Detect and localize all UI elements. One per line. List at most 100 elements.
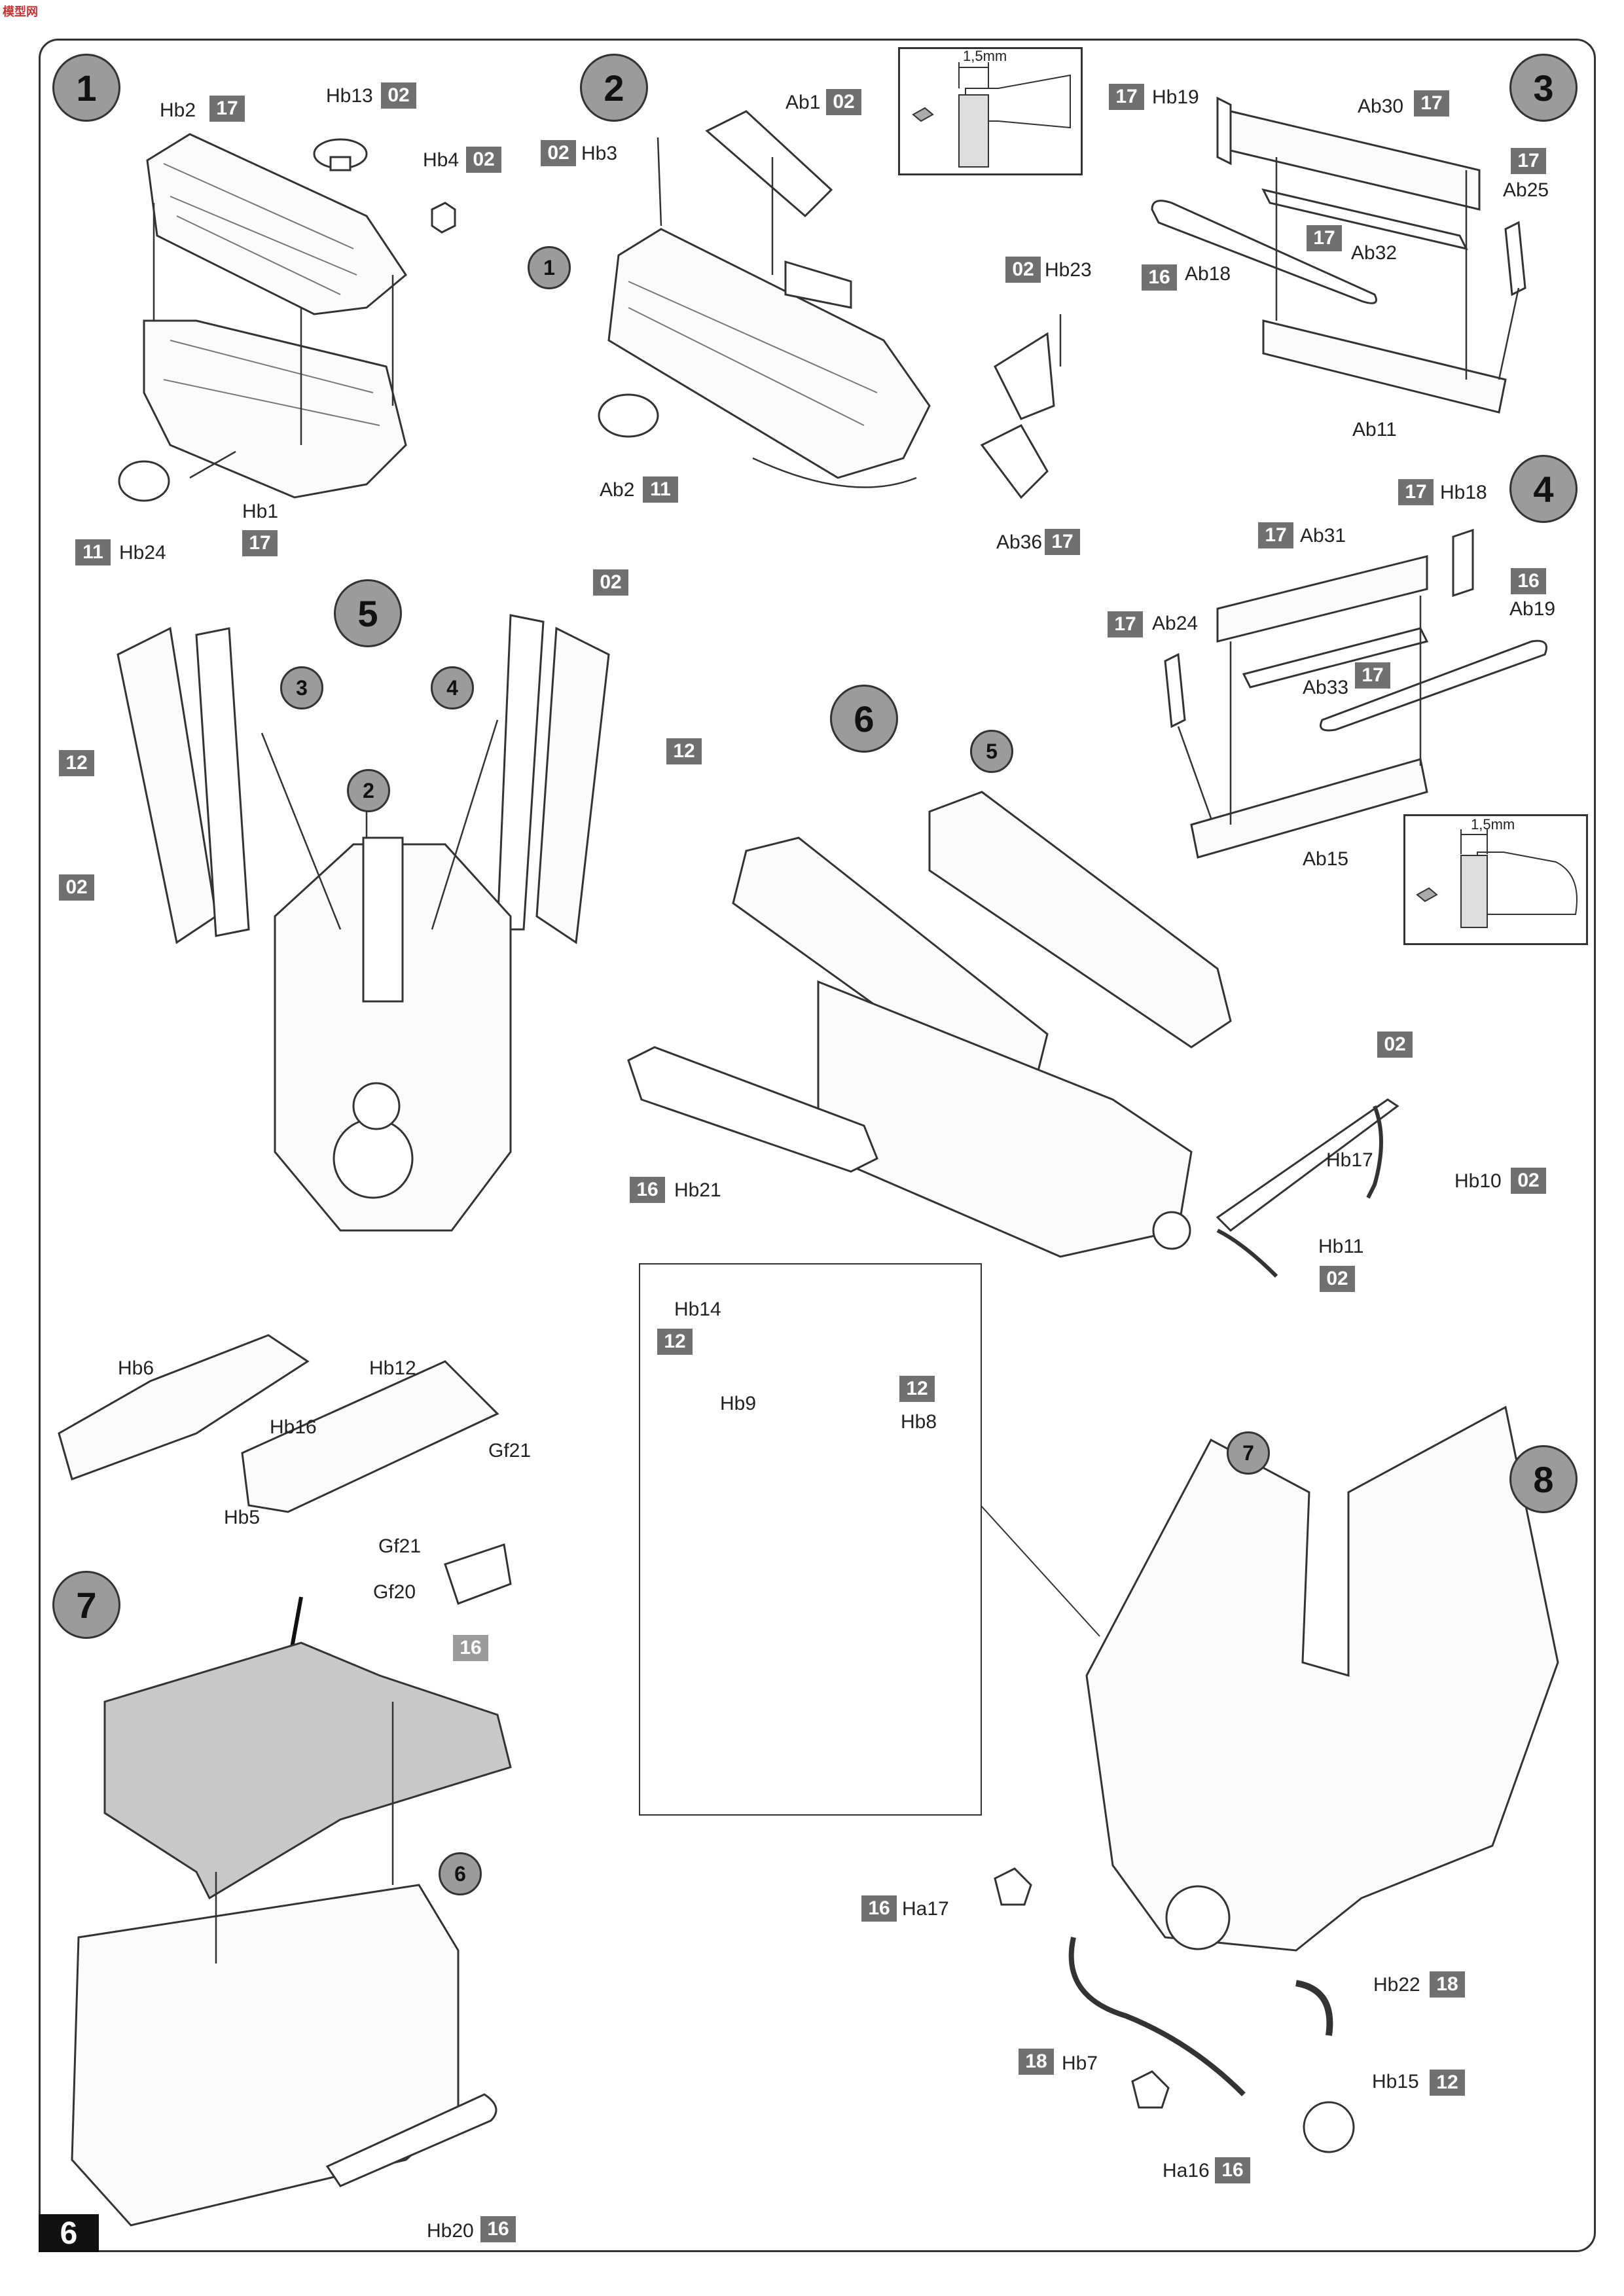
color-badge-ab24: 17 (1108, 611, 1143, 637)
color-badge-hb2: 17 (209, 96, 245, 122)
step1-cover-part (146, 133, 456, 315)
subassembly-ref-6: 6 (439, 1852, 482, 1895)
label-gf21-a: Gf21 (488, 1440, 532, 1462)
color-badge-hb8: 12 (899, 1376, 935, 1402)
subassembly-ref-2: 2 (347, 769, 390, 812)
color-badge-hb14: 12 (657, 1329, 693, 1355)
label-hb13: Hb13 (326, 85, 373, 107)
label-hb23: Hb23 (1045, 259, 1092, 281)
color-badge-step5-left-12: 12 (59, 750, 94, 776)
subassembly-ref-5: 5 (970, 730, 1013, 773)
color-badge-hb1: 17 (242, 530, 278, 556)
label-hb24: Hb24 (119, 542, 166, 564)
step-6-number: 6 (830, 685, 898, 753)
detail-inset-step2: 1,5mm (898, 47, 1083, 175)
color-badge-step7-16: 16 (453, 1635, 488, 1661)
label-hb15: Hb15 (1372, 2071, 1419, 2092)
label-gf20: Gf20 (373, 1581, 416, 1603)
color-badge-step5-top: 02 (593, 569, 628, 596)
label-hb10: Hb10 (1454, 1170, 1502, 1192)
label-ab31: Ab31 (1300, 525, 1346, 547)
step-8-number: 8 (1509, 1445, 1578, 1513)
label-hb19: Hb19 (1152, 86, 1199, 108)
label-hb3: Hb3 (581, 143, 618, 164)
color-badge-ab19: 16 (1511, 568, 1546, 594)
color-badge-hb11: 02 (1320, 1266, 1355, 1292)
label-ha17: Ha17 (902, 1898, 949, 1920)
color-badge-ha17: 16 (861, 1895, 897, 1922)
color-badge-hb10: 02 (1511, 1168, 1546, 1194)
color-badge-hb24: 11 (75, 539, 111, 565)
color-badge-ab25: 17 (1511, 148, 1546, 174)
label-hb16: Hb16 (270, 1416, 317, 1438)
step2-block-part (598, 110, 1062, 499)
step4-parts (1164, 528, 1547, 859)
color-badge-hb7: 18 (1019, 2049, 1054, 2075)
label-hb5: Hb5 (224, 1507, 261, 1528)
color-badge-ab2: 11 (643, 476, 678, 503)
label-ab32: Ab32 (1351, 242, 1398, 264)
label-ab36: Ab36 (996, 531, 1043, 553)
detail-inset-step4-drawing (1416, 829, 1578, 928)
color-badge-hb19: 17 (1109, 84, 1144, 110)
label-hb6: Hb6 (118, 1357, 154, 1379)
label-ab15: Ab15 (1303, 848, 1349, 870)
color-badge-hb18: 17 (1398, 479, 1434, 505)
page-number: 6 (39, 2214, 99, 2252)
label-hb1: Hb1 (242, 501, 279, 522)
label-ab11: Ab11 (1352, 419, 1397, 440)
step-1-number: 1 (52, 54, 120, 122)
subassembly-ref-1: 1 (528, 246, 571, 289)
step-7-number: 7 (52, 1571, 120, 1639)
color-badge-step6-02: 02 (1377, 1031, 1413, 1058)
color-badge-hb15: 12 (1430, 2070, 1465, 2096)
color-badge-hb13: 02 (381, 82, 416, 109)
step-2-number: 2 (580, 54, 648, 122)
color-badge-ab1: 02 (826, 89, 861, 115)
label-hb22: Hb22 (1373, 1974, 1420, 1996)
label-hb2: Hb2 (160, 99, 196, 121)
color-badge-ab18: 16 (1142, 264, 1177, 291)
detail-inset-step2-drawing (912, 62, 1071, 168)
watermark-logo: 模型网 (3, 5, 38, 18)
step-5-number: 5 (334, 579, 402, 647)
color-badge-ab32: 17 (1307, 225, 1342, 251)
label-hb21: Hb21 (674, 1179, 721, 1201)
step6-engine (627, 791, 1399, 1278)
step5-engine (117, 614, 610, 1232)
color-badge-hb23: 02 (1005, 257, 1041, 283)
label-ab1: Ab1 (785, 92, 821, 113)
subassembly-ref-4: 4 (431, 666, 474, 709)
label-hb9: Hb9 (720, 1393, 757, 1414)
label-ab30: Ab30 (1358, 96, 1404, 117)
color-badge-ab31: 17 (1258, 522, 1293, 548)
color-badge-hb20: 16 (480, 2216, 516, 2242)
label-ab19: Ab19 (1509, 598, 1556, 620)
label-hb7: Hb7 (1062, 2053, 1098, 2074)
label-hb20: Hb20 (427, 2220, 474, 2242)
detail-inset-step8 (639, 1263, 982, 1816)
color-badge-hb22: 18 (1430, 1971, 1465, 1998)
label-hb11: Hb11 (1318, 1236, 1364, 1257)
subassembly-ref-3: 3 (280, 666, 323, 709)
step3-parts (1151, 96, 1526, 414)
label-ab18: Ab18 (1185, 263, 1231, 285)
inset-dimension-label: 1,5mm (963, 48, 1007, 64)
label-ab24: Ab24 (1152, 613, 1199, 634)
color-badge-hb3: 02 (541, 140, 576, 166)
step7-frame-parts (58, 1334, 512, 2227)
label-hb14: Hb14 (674, 1299, 721, 1320)
page-frame (39, 39, 1596, 2252)
label-hb17: Hb17 (1326, 1149, 1373, 1171)
color-badge-ab36: 17 (1045, 529, 1080, 555)
label-hb4: Hb4 (423, 149, 460, 171)
subassembly-ref-7: 7 (1227, 1431, 1270, 1475)
color-badge-hb21: 16 (630, 1177, 665, 1203)
label-hb8: Hb8 (901, 1411, 937, 1433)
color-badge-ab30: 17 (1414, 90, 1449, 117)
inset-dimension-label: 1,5mm (1471, 816, 1515, 833)
step-3-number: 3 (1509, 54, 1578, 122)
label-ha16: Ha16 (1163, 2160, 1210, 2181)
detail-inset-step4: 1,5mm (1403, 814, 1588, 945)
